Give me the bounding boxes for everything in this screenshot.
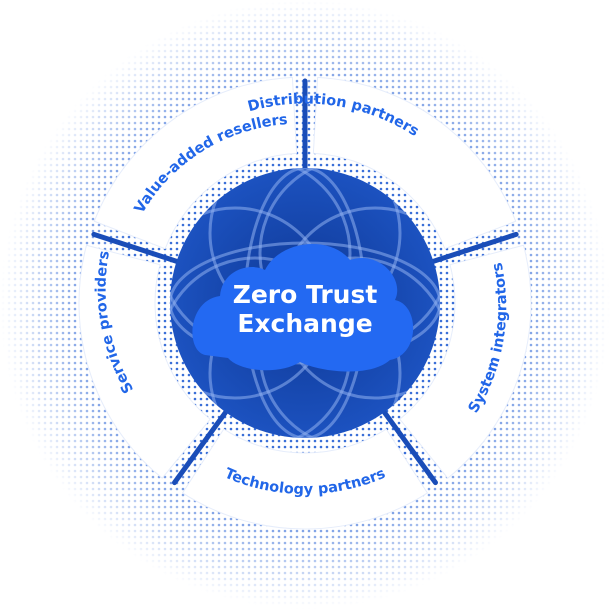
center-title-line2: Exchange <box>237 309 372 338</box>
globe: Zero Trust Exchange <box>170 168 440 438</box>
ring-segment-distribution-partners <box>312 76 517 250</box>
outer-ring <box>78 76 532 530</box>
ring-segment-system-integrators <box>399 244 532 479</box>
connector-line <box>426 231 519 266</box>
ring-segment-value-added-resellers <box>93 76 298 250</box>
connectors <box>91 78 519 486</box>
ring-segment-service-providers <box>78 244 211 479</box>
center-title-line1: Zero Trust <box>233 280 378 309</box>
connector-line <box>91 231 184 266</box>
ring-segment-technology-partners <box>182 428 428 530</box>
cloud-shape <box>192 243 414 372</box>
connector-line <box>172 405 232 486</box>
connector-line <box>378 405 438 486</box>
